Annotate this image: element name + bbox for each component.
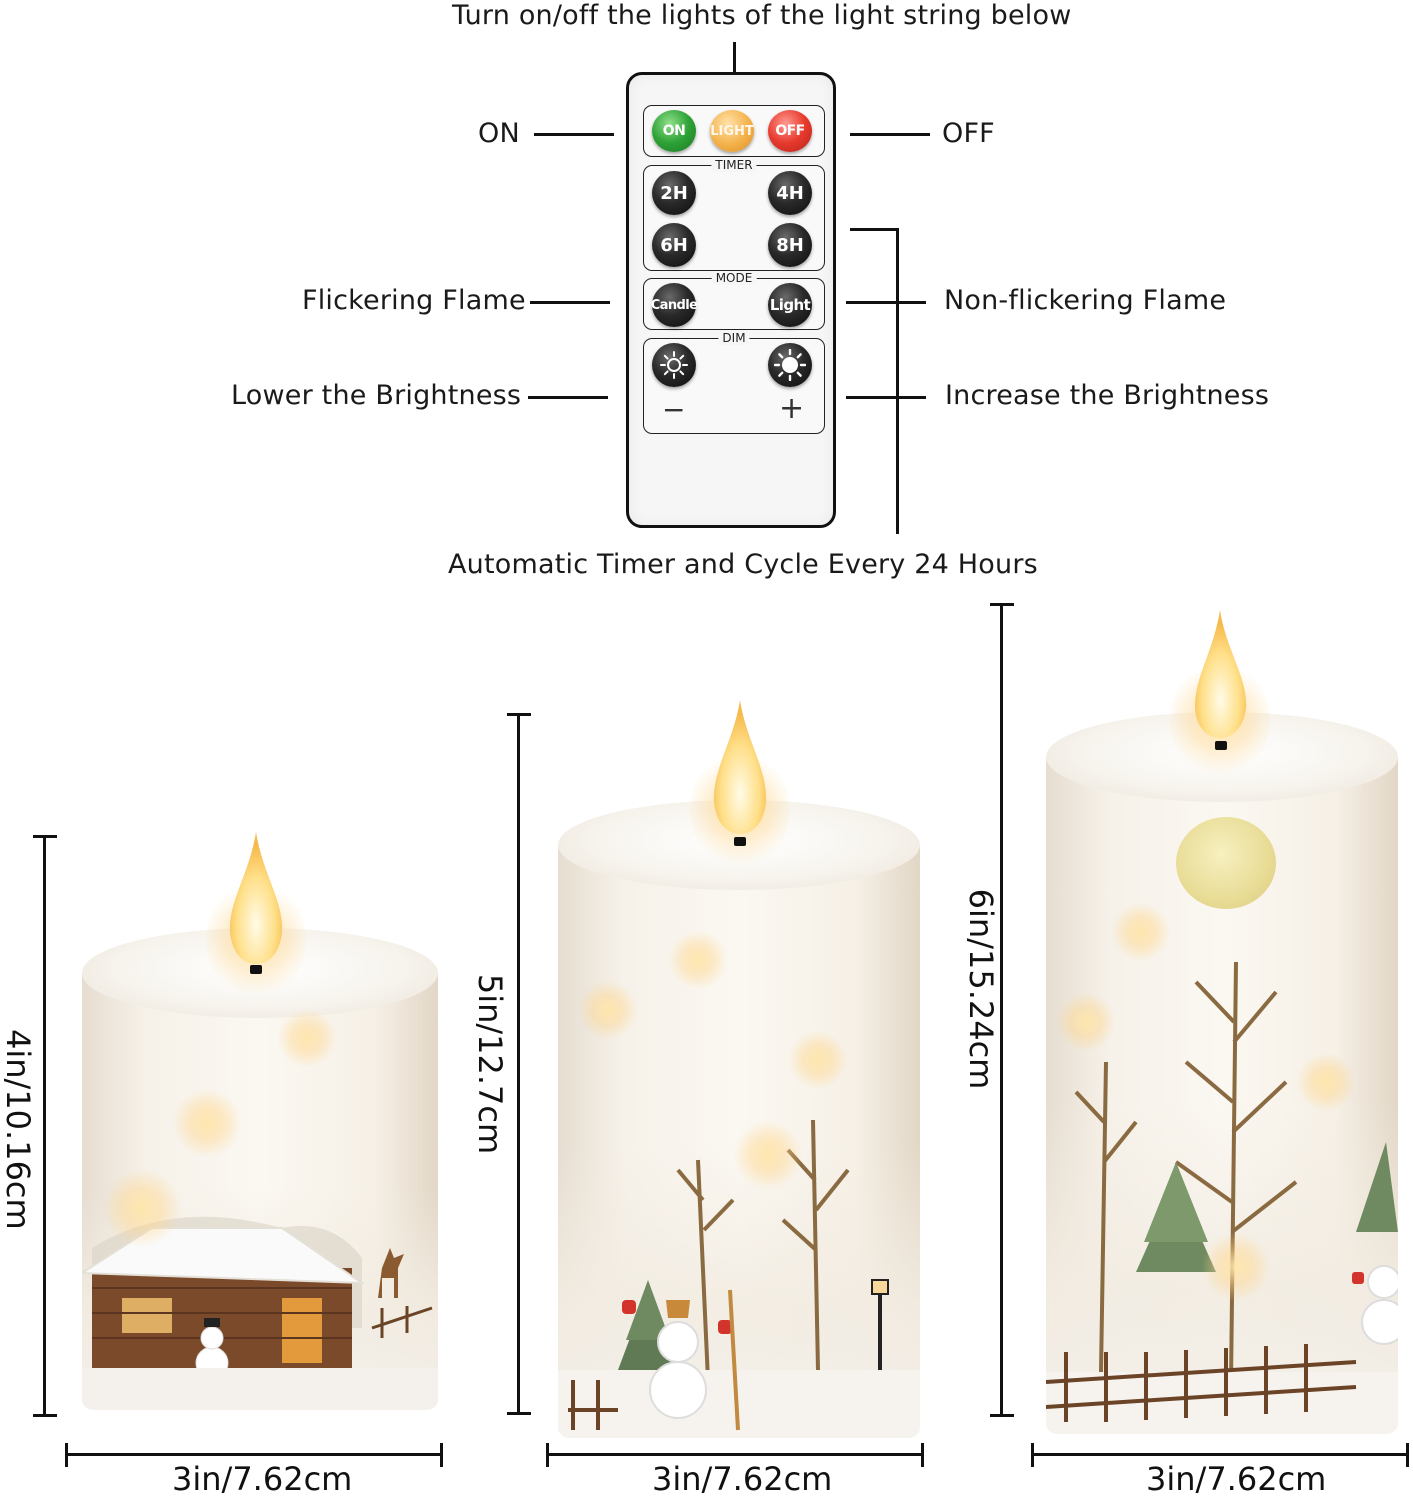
small-height-line: [43, 836, 46, 1416]
medium-width-label: 3in/7.62cm: [652, 1460, 833, 1498]
leader-increase: [846, 396, 926, 399]
moon: [1176, 817, 1276, 909]
large-width-label: 3in/7.62cm: [1146, 1460, 1327, 1498]
callout-lower: Lower the Brightness: [231, 380, 522, 411]
dim-group: DIM −: [643, 331, 825, 434]
sun-filled-icon: [774, 349, 806, 381]
snowman-illustration: [558, 1120, 920, 1438]
small-candle: [82, 928, 438, 1410]
leader-nonflicker: [846, 301, 926, 304]
large-flame-icon: [1194, 610, 1247, 738]
timer-4h-button[interactable]: 4H: [768, 171, 812, 215]
timer-6h-button[interactable]: 6H: [652, 223, 696, 267]
large-height-cap-bottom: [990, 1414, 1014, 1417]
cabin-illustration: [82, 1216, 438, 1410]
light-mode-button[interactable]: Light: [768, 283, 812, 327]
remote-control: ON LIGHT OFF TIMER 2H 4H 6H 8H MODE Cand…: [626, 72, 836, 528]
medium-height-cap-top: [507, 713, 531, 716]
leader-lower: [528, 396, 608, 399]
large-width-cap-left: [1031, 1443, 1034, 1467]
mode-title: MODE: [711, 271, 757, 285]
dim-title: DIM: [718, 331, 750, 345]
medium-width-line: [547, 1453, 923, 1456]
leader-top: [733, 42, 736, 72]
large-wick: [1215, 741, 1227, 750]
small-flame-icon: [229, 832, 283, 964]
leader-on: [534, 133, 614, 136]
small-width-label: 3in/7.62cm: [172, 1460, 353, 1498]
small-height-cap-top: [33, 835, 57, 838]
leader-flicker: [530, 301, 610, 304]
off-button[interactable]: OFF: [768, 110, 812, 152]
callout-nonflicker: Non-flickering Flame: [944, 285, 1227, 316]
on-button[interactable]: ON: [652, 110, 696, 152]
small-width-line: [66, 1453, 442, 1456]
timer-title: TIMER: [711, 158, 757, 172]
light-button[interactable]: LIGHT: [710, 110, 754, 152]
small-wick: [250, 965, 262, 974]
dim-plus-sign: +: [779, 391, 805, 426]
callout-off: OFF: [942, 118, 995, 149]
medium-height-cap-bottom: [507, 1412, 531, 1415]
callout-timer: Automatic Timer and Cycle Every 24 Hours: [448, 549, 1038, 580]
leader-off: [850, 133, 930, 136]
large-width-cap-right: [1406, 1443, 1409, 1467]
small-width-cap-right: [440, 1443, 443, 1467]
timer-group: TIMER 2H 4H 6H 8H: [643, 158, 825, 271]
medium-wick: [734, 837, 746, 846]
dim-minus-sign: −: [662, 393, 686, 426]
power-group: ON LIGHT OFF: [643, 105, 825, 157]
callout-increase: Increase the Brightness: [945, 380, 1270, 411]
candle-mode-button[interactable]: Candle: [651, 283, 698, 327]
large-height-line: [1000, 604, 1003, 1416]
medium-flame-icon: [713, 700, 767, 834]
callout-on: ON: [478, 118, 520, 149]
mode-group: MODE Candle Light: [643, 271, 825, 330]
large-candle: [1046, 712, 1398, 1434]
large-width-line: [1032, 1453, 1408, 1456]
leader-timer-vertical: [896, 228, 899, 534]
dim-up-button[interactable]: [768, 343, 812, 387]
medium-height-label: 5in/12.7cm: [471, 973, 509, 1155]
small-height-label: 4in/10.16cm: [0, 1029, 37, 1230]
medium-candle: [558, 800, 920, 1438]
large-height-label: 6in/15.24cm: [962, 888, 1000, 1090]
small-height-cap-bottom: [33, 1414, 57, 1417]
small-width-cap-left: [65, 1443, 68, 1467]
callout-flicker: Flickering Flame: [302, 285, 526, 316]
callout-top: Turn on/off the lights of the light stri…: [452, 0, 1072, 31]
medium-width-cap-right: [921, 1443, 924, 1467]
timer-2h-button[interactable]: 2H: [652, 171, 696, 215]
medium-width-cap-left: [546, 1443, 549, 1467]
leader-timer-horizontal: [850, 228, 898, 231]
sun-outline-icon: [660, 351, 688, 379]
large-height-cap-top: [990, 603, 1014, 606]
medium-height-line: [517, 714, 520, 1414]
timer-8h-button[interactable]: 8H: [768, 223, 812, 267]
forest-illustration: [1046, 961, 1398, 1434]
dim-down-button[interactable]: [652, 343, 696, 387]
